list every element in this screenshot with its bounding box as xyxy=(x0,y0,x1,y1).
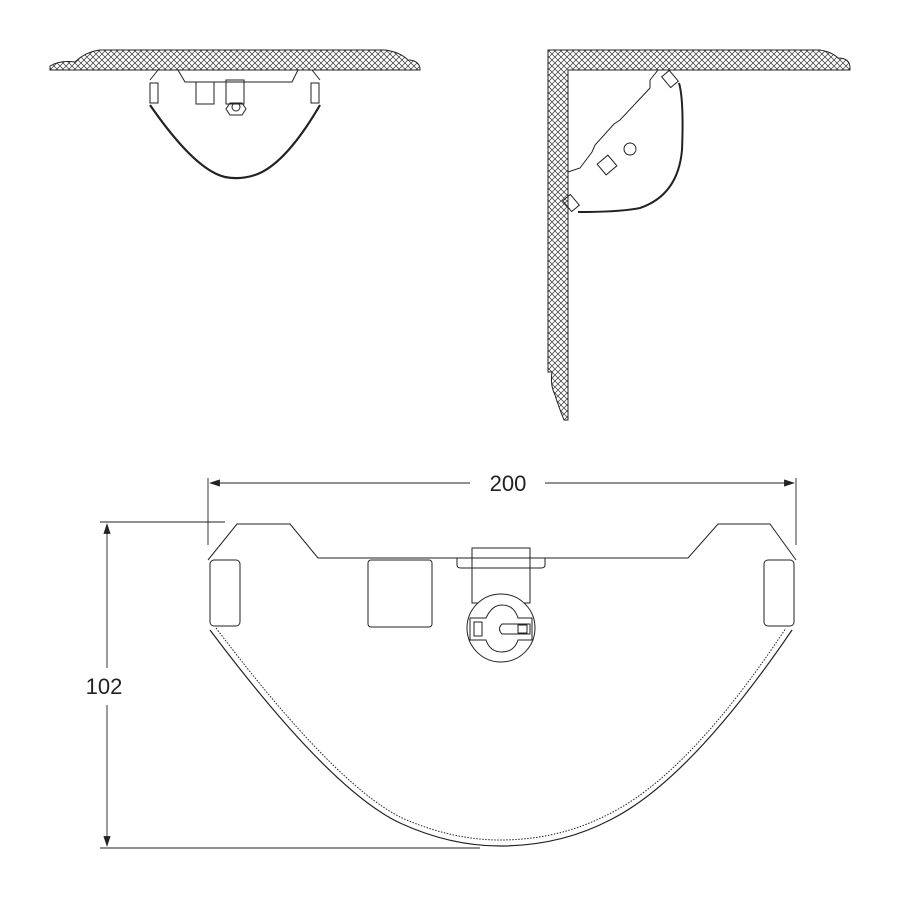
lock-nut xyxy=(225,102,247,116)
fixture-bracket xyxy=(149,69,321,83)
height-dimension-label: 102 xyxy=(86,674,123,699)
fixture-outline xyxy=(207,523,797,561)
upper-tab xyxy=(660,69,680,89)
lower-tab xyxy=(561,193,581,213)
lock-plate xyxy=(225,79,245,105)
left-tab xyxy=(149,82,159,104)
lock-flange xyxy=(456,558,546,569)
shade-outer xyxy=(209,629,793,847)
diagonal-bracket xyxy=(567,69,659,173)
front-view xyxy=(49,49,421,180)
wall-ceiling-section xyxy=(547,49,851,421)
shade-inner xyxy=(215,627,787,841)
fixture-shade-side xyxy=(577,82,684,213)
width-dimension-label: 200 xyxy=(490,471,527,496)
fixture-shade xyxy=(149,104,321,180)
right-tab xyxy=(763,559,795,627)
plan-view xyxy=(207,523,797,847)
lock-side xyxy=(623,142,637,156)
right-tab xyxy=(310,82,320,104)
square-block xyxy=(367,559,433,628)
lock-cylinder xyxy=(466,593,536,663)
square-block xyxy=(195,81,215,105)
ceiling-section xyxy=(49,49,421,71)
dimension-lines xyxy=(100,478,797,849)
left-tab xyxy=(209,559,241,627)
lock-key xyxy=(469,604,533,653)
side-view xyxy=(547,49,851,421)
